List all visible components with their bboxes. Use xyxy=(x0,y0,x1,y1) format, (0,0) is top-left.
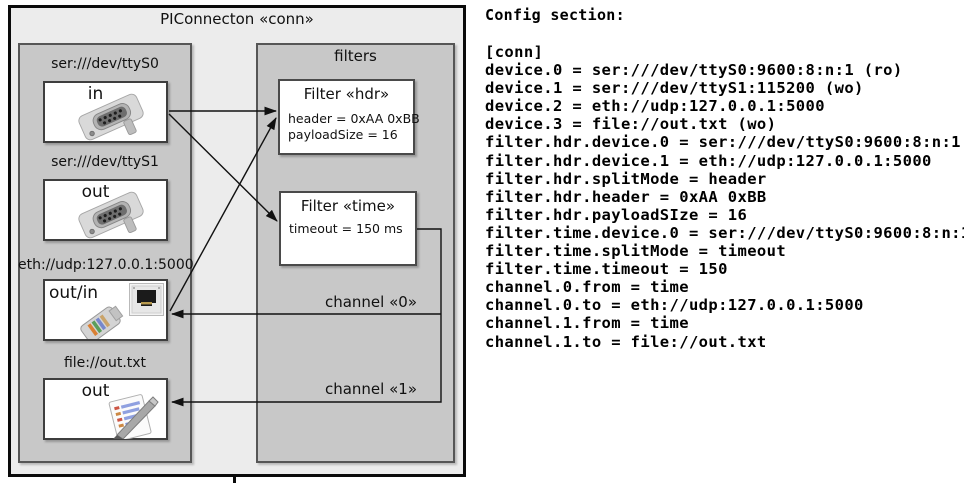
device-box-file: out xyxy=(43,378,168,440)
config-line: device.1 = ser:///dev/ttyS1:115200 (wo) xyxy=(485,79,864,98)
filter-time-attr-timeout: timeout = 150 ms xyxy=(289,221,403,236)
frame-bottom-tick xyxy=(233,477,236,483)
config-line: filter.hdr.splitMode = header xyxy=(485,169,767,188)
config-line: filter.hdr.header = 0xAA 0xBB xyxy=(485,187,767,206)
filter-hdr-attr-payloadsize: payloadSize = 16 xyxy=(288,127,398,142)
config-line: device.0 = ser:///dev/ttyS0:9600:8:n:1 (… xyxy=(485,61,903,80)
ethernet-plug-icon xyxy=(80,305,124,339)
config-line: filter.hdr.device.1 = eth://udp:127.0.0.… xyxy=(485,151,932,170)
filter-time-title: Filter «time» xyxy=(300,197,396,215)
filter-time-box: Filter «time» timeout = 150 ms xyxy=(279,191,417,266)
device-box-ttys1: out xyxy=(43,179,168,241)
device-box-eth: out/in xyxy=(43,279,168,341)
diagram-title: PIConnecton «conn» xyxy=(160,10,314,28)
config-line: device.3 = file://out.txt (wo) xyxy=(485,115,777,134)
config-section: Config section: [conn]device.0 = ser:///… xyxy=(485,6,964,351)
port-direction-label: out/in xyxy=(49,283,99,303)
config-line: device.2 = eth://udp:127.0.0.1:5000 xyxy=(485,97,825,116)
port-direction-label: out xyxy=(81,381,110,401)
filter-hdr-box: Filter «hdr» header = 0xAA 0xBB payloadS… xyxy=(278,79,420,155)
device-label-eth: eth://udp:127.0.0.1:5000 xyxy=(18,257,194,273)
config-line: channel.1.from = time xyxy=(485,314,689,333)
config-line: channel.1.to = file://out.txt xyxy=(485,332,767,351)
config-line: filter.time.device.0 = ser:///dev/ttyS0:… xyxy=(485,223,964,242)
port-direction-label: out xyxy=(81,182,110,202)
ethernet-port-icon xyxy=(129,283,164,316)
document-icon xyxy=(108,394,159,439)
channel-0-label: channel «0» xyxy=(324,293,417,311)
config-line: channel.0.from = time xyxy=(485,278,689,297)
device-box-ttys0: in xyxy=(43,81,168,143)
port-direction-label: in xyxy=(87,84,104,104)
channel-1-label: channel «1» xyxy=(324,380,417,398)
config-line: channel.0.to = eth://udp:127.0.0.1:5000 xyxy=(485,296,864,315)
serial-connector-icon xyxy=(78,191,144,239)
serial-connector-icon xyxy=(78,93,144,141)
filters-panel-title: filters xyxy=(334,47,377,65)
config-line: [conn] xyxy=(485,43,544,61)
device-label-file: file://out.txt xyxy=(63,355,147,371)
config-line: filter.hdr.device.0 = ser:///dev/ttyS0:9… xyxy=(485,133,961,152)
filter-hdr-title: Filter «hdr» xyxy=(303,85,390,103)
config-line: filter.time.splitMode = timeout xyxy=(485,242,787,261)
device-label-ttys0: ser:///dev/ttyS0 xyxy=(51,56,159,72)
config-line: filter.hdr.payloadSIze = 16 xyxy=(485,205,748,224)
config-heading: Config section: xyxy=(485,6,625,24)
filter-hdr-attr-header: header = 0xAA 0xBB xyxy=(288,111,420,126)
config-lines: [conn]device.0 = ser:///dev/ttyS0:9600:8… xyxy=(485,43,964,351)
device-label-ttys1: ser:///dev/ttyS1 xyxy=(51,154,159,170)
config-line: filter.time.timeout = 150 xyxy=(485,260,728,279)
